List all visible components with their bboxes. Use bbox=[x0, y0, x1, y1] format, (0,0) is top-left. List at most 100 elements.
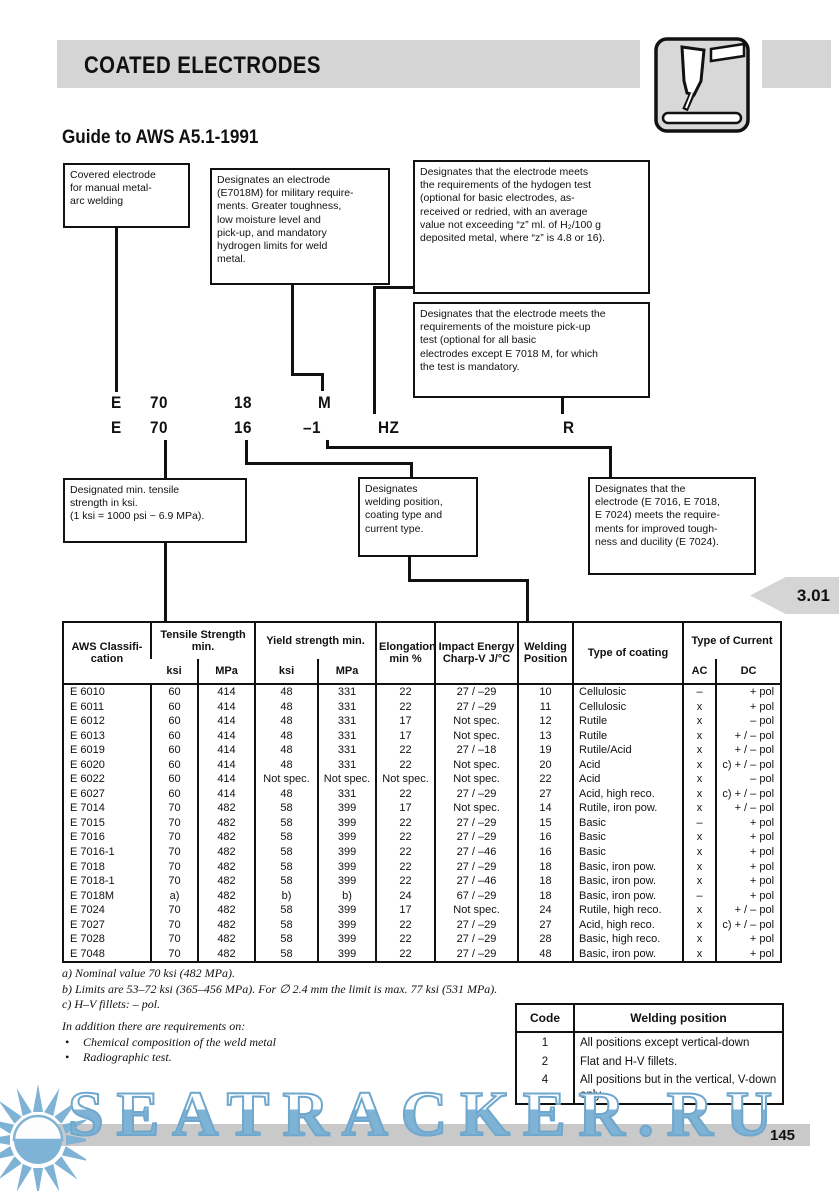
table-cell: 58 bbox=[254, 830, 318, 846]
connector-line bbox=[164, 531, 167, 622]
table-cell: x bbox=[682, 830, 717, 846]
table-cell: E 7018M bbox=[70, 889, 115, 902]
table-cell: E 7018-1 bbox=[70, 875, 115, 888]
table-cell: Rutile/Acid bbox=[572, 743, 684, 758]
section-title: Guide to AWS A5.1-1991 bbox=[62, 127, 259, 148]
code-cell: 2 bbox=[541, 1055, 549, 1068]
table-cell: 18 bbox=[517, 874, 574, 889]
designation-token: 70 bbox=[150, 393, 168, 412]
table-cell: E 6022 bbox=[70, 773, 105, 786]
table-cell: x bbox=[682, 772, 717, 787]
table-cell: + pol bbox=[715, 845, 782, 860]
col-header-dc: DC bbox=[715, 659, 782, 685]
callout-tensile: Designated min. tensile strength in ksi.… bbox=[63, 478, 247, 543]
title-bar bbox=[57, 40, 640, 88]
table-cell: Rutile bbox=[572, 714, 684, 729]
table-cell: Acid, high reco. bbox=[572, 917, 684, 933]
table-cell: 48 bbox=[254, 743, 318, 758]
table-cell: – bbox=[682, 888, 717, 904]
footnote-line: b) Limits are 53–72 ksi (365–456 MPa). F… bbox=[62, 981, 498, 996]
table-cell: x bbox=[682, 917, 717, 933]
table-cell: 482 bbox=[197, 845, 255, 860]
table-cell: x bbox=[682, 728, 717, 744]
callout-position-coating: Designates welding position, coating typ… bbox=[358, 477, 478, 557]
table-cell: + / – pol bbox=[715, 801, 782, 816]
table-cell: 482 bbox=[197, 903, 255, 918]
table-cell: E 6027 bbox=[70, 787, 105, 800]
table-cell: 70 bbox=[150, 903, 198, 918]
table-cell: + / – pol bbox=[715, 728, 782, 744]
designation-token: E bbox=[111, 393, 122, 412]
table-cell: x bbox=[682, 845, 717, 860]
table-cell: 399 bbox=[316, 946, 377, 963]
col-header-mpa: MPa bbox=[197, 659, 255, 685]
table-cell: x bbox=[682, 786, 717, 802]
connector-line bbox=[609, 446, 612, 477]
table-cell: 58 bbox=[254, 946, 318, 963]
table-cell: 22 bbox=[375, 830, 436, 846]
bullet-item: •Chemical composition of the weld metal bbox=[62, 1035, 276, 1051]
connector-line bbox=[408, 545, 411, 582]
table-cell: 22 bbox=[375, 874, 436, 889]
table-cell: 17 bbox=[375, 801, 436, 816]
table-cell: 48 bbox=[254, 684, 318, 700]
table-cell: 17 bbox=[375, 728, 436, 744]
connector-line bbox=[245, 440, 248, 465]
table-cell: 22 bbox=[375, 786, 436, 802]
table-cell: 27 / –29 bbox=[434, 917, 519, 933]
table-cell: Rutile, iron pow. bbox=[572, 801, 684, 816]
callout-covered-electrode: Covered electrode for manual metal- arc … bbox=[63, 163, 190, 228]
connector-line bbox=[321, 373, 324, 391]
section-ref-arrow: 3.01 bbox=[750, 577, 839, 614]
table-cell: 27 / –29 bbox=[434, 815, 519, 831]
connector-line bbox=[410, 462, 413, 477]
designation-token: 16 bbox=[234, 418, 252, 437]
table-cell: 70 bbox=[150, 845, 198, 860]
col-header-coating: Type of coating bbox=[572, 622, 684, 685]
table-cell: 22 bbox=[375, 845, 436, 860]
table-cell: 27 bbox=[517, 917, 574, 933]
section-ref-label: 3.01 bbox=[796, 586, 830, 605]
table-cell: 27 / –46 bbox=[434, 845, 519, 860]
table-cell: b) bbox=[254, 888, 318, 904]
table-cell: 27 / –29 bbox=[434, 859, 519, 875]
table-cell: 22 bbox=[375, 757, 436, 773]
table-cell: 27 / –29 bbox=[434, 699, 519, 715]
table-cell: Basic bbox=[572, 830, 684, 846]
table-cell: 27 / –29 bbox=[434, 684, 519, 700]
table-cell: x bbox=[682, 743, 717, 758]
table-cell: 414 bbox=[197, 772, 255, 787]
table-cell: 58 bbox=[254, 874, 318, 889]
table-cell: 331 bbox=[316, 728, 377, 744]
callout-moisture-test: Designates that the electrode meets the … bbox=[413, 302, 650, 398]
callout-toughness: Designates that the electrode (E 7016, E… bbox=[588, 477, 756, 575]
table-cell: Basic bbox=[572, 845, 684, 860]
table-cell: 60 bbox=[150, 772, 198, 787]
table-cell: 20 bbox=[517, 757, 574, 773]
table-cell: 67 / –29 bbox=[434, 888, 519, 904]
table-cell: 27 / –18 bbox=[434, 743, 519, 758]
table-cell: Cellulosic bbox=[572, 684, 684, 700]
col-header-ksi: ksi bbox=[254, 659, 318, 685]
table-cell: Basic, iron pow. bbox=[572, 888, 684, 904]
table-cell: + pol bbox=[715, 874, 782, 889]
table-cell: – pol bbox=[715, 714, 782, 729]
bullet-item: •Radiographic test. bbox=[62, 1050, 276, 1066]
table-cell: 399 bbox=[316, 903, 377, 918]
connector-line bbox=[526, 579, 529, 622]
table-cell: c) + / – pol bbox=[715, 757, 782, 773]
position-cell: Flat and H-V fillets. bbox=[573, 1051, 782, 1070]
table-cell: 58 bbox=[254, 859, 318, 875]
table-cell: + pol bbox=[715, 830, 782, 846]
table-cell: 10 bbox=[517, 684, 574, 700]
table-cell: x bbox=[682, 932, 717, 947]
corner-gray-block bbox=[762, 40, 831, 88]
table-cell: 414 bbox=[197, 714, 255, 729]
table-cell: 70 bbox=[150, 815, 198, 831]
